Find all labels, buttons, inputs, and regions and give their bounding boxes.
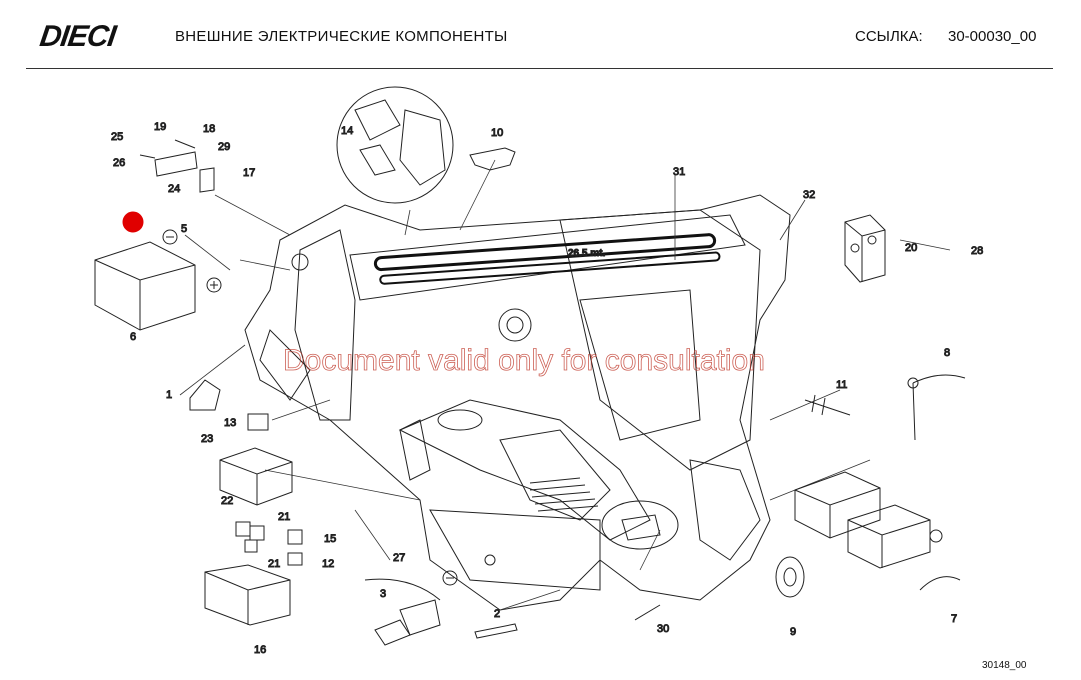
- horn: [775, 556, 805, 598]
- valve-detail: [621, 514, 661, 541]
- bracket-part: [189, 379, 221, 411]
- leader-lines: [179, 159, 951, 611]
- reference-label: ССЫЛКА:: [855, 28, 923, 45]
- drawing-code: 30148_00: [982, 660, 1027, 671]
- callout-1: 1: [166, 389, 172, 401]
- boom-decal: [373, 233, 721, 285]
- callout-23: 23: [201, 433, 213, 445]
- callout-14: 14: [341, 125, 353, 137]
- callout-16: 16: [254, 644, 266, 656]
- consultation-watermark: Document valid only for consultation: [283, 344, 765, 377]
- callout-6: 6: [130, 331, 136, 343]
- battery: [94, 229, 222, 331]
- relay-group: [235, 521, 303, 566]
- callout-28: 28: [971, 245, 983, 257]
- sensor-cable: [364, 570, 458, 646]
- callout-3: 3: [380, 588, 386, 600]
- callout-27: 27: [393, 552, 405, 564]
- callout-11: 11: [836, 379, 847, 391]
- bolt-set: [804, 394, 851, 416]
- callout-10: 10: [491, 127, 503, 139]
- callout-31: 31: [673, 166, 685, 178]
- callout-29: 29: [218, 141, 230, 153]
- callout-17: 17: [243, 167, 255, 179]
- callout-13: 13: [224, 417, 236, 429]
- callout-15: 15: [324, 533, 336, 545]
- callout-22: 22: [221, 495, 233, 507]
- callout-25: 25: [111, 131, 123, 143]
- callout-9: 9: [790, 626, 796, 638]
- sensor-head-8: [907, 377, 919, 389]
- connector-part: [247, 413, 269, 431]
- callout-21: 21: [278, 511, 290, 523]
- callout-7: 7: [951, 613, 957, 625]
- callout-32: 32: [803, 189, 815, 201]
- module-box: [219, 447, 293, 506]
- callout-numbers: 1 2 3 5 6 7 8 9 10 11 12 13 14 15 16 17 …: [111, 121, 984, 657]
- callout-21b: 21: [268, 558, 280, 570]
- proximity-sensor: [469, 147, 516, 171]
- callout-30: 30: [657, 623, 669, 635]
- callout-2: 2: [494, 608, 500, 620]
- sensor-cable-8: [912, 374, 966, 441]
- boom-length-label: 26.5 mt.: [568, 248, 605, 259]
- cable-30: [634, 604, 661, 621]
- callout-5: 5: [181, 223, 187, 235]
- callout-19: 19: [154, 121, 166, 133]
- marker-dot: [122, 211, 144, 233]
- callout-12: 12: [322, 558, 334, 570]
- control-units: [794, 471, 943, 569]
- solenoid-valve: [844, 214, 886, 283]
- header-divider: [26, 68, 1053, 69]
- detail-circle-14: [336, 86, 454, 204]
- callout-26: 26: [113, 157, 125, 169]
- callout-24: 24: [168, 183, 180, 195]
- detail-circle-valve: [601, 500, 679, 550]
- cable-7: [919, 576, 961, 591]
- page-title: ВНЕШНИЕ ЭЛЕКТРИЧЕСКИЕ КОМПОНЕНТЫ: [175, 28, 508, 45]
- reference-value: 30-00030_00: [948, 28, 1037, 45]
- relay-bracket-parts: [139, 139, 215, 193]
- fuse-box: [204, 564, 291, 626]
- callout-8: 8: [944, 347, 950, 359]
- callout-18: 18: [203, 123, 215, 135]
- machine-body: [244, 194, 791, 611]
- callout-20: 20: [905, 242, 917, 254]
- ground-strap: [474, 623, 518, 639]
